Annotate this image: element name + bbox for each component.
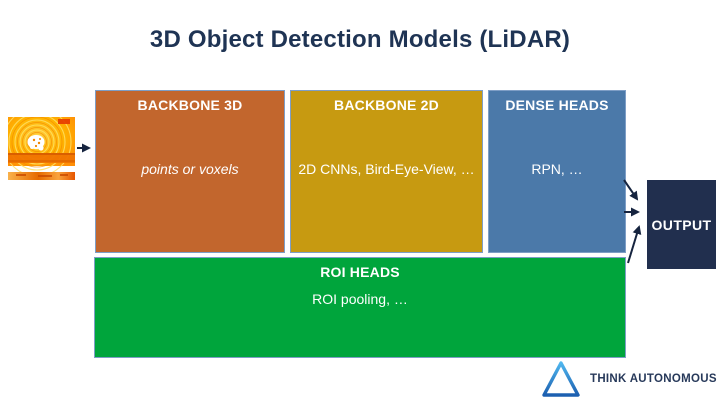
block-backbone-2d-body: 2D CNNs, Bird-Eye-View, … [298,161,475,177]
brand-logo: THINK AUTONOMOUS [540,358,717,400]
slide-title: 3D Object Detection Models (LiDAR) [149,26,571,53]
block-roi-heads-title: ROI HEADS [320,264,400,280]
block-backbone-2d: BACKBONE 2D 2D CNNs, Bird-Eye-View, … [290,90,483,253]
output-label: OUTPUT [651,216,712,233]
block-backbone-3d-title: BACKBONE 3D [137,97,243,113]
block-backbone-3d: BACKBONE 3D points or voxels [95,90,285,253]
block-dense-heads-body: RPN, … [531,161,583,177]
brand-name: THINK AUTONOMOUS [590,373,717,385]
roi-heads-to-output-arrow [627,225,642,264]
output-block: OUTPUT [647,180,716,269]
block-dense-heads-title: DENSE HEADS [505,97,609,113]
triangle-logo-icon [542,361,580,397]
block-backbone-2d-title: BACKBONE 2D [334,97,439,113]
lidar-bev-point-cloud-image [8,117,75,180]
block-dense-heads: DENSE HEADS RPN, … [488,90,626,253]
block-roi-heads-body: ROI pooling, … [312,291,408,307]
block-backbone-3d-body: points or voxels [141,161,239,177]
block-roi-heads: ROI HEADS ROI pooling, … [94,257,626,358]
